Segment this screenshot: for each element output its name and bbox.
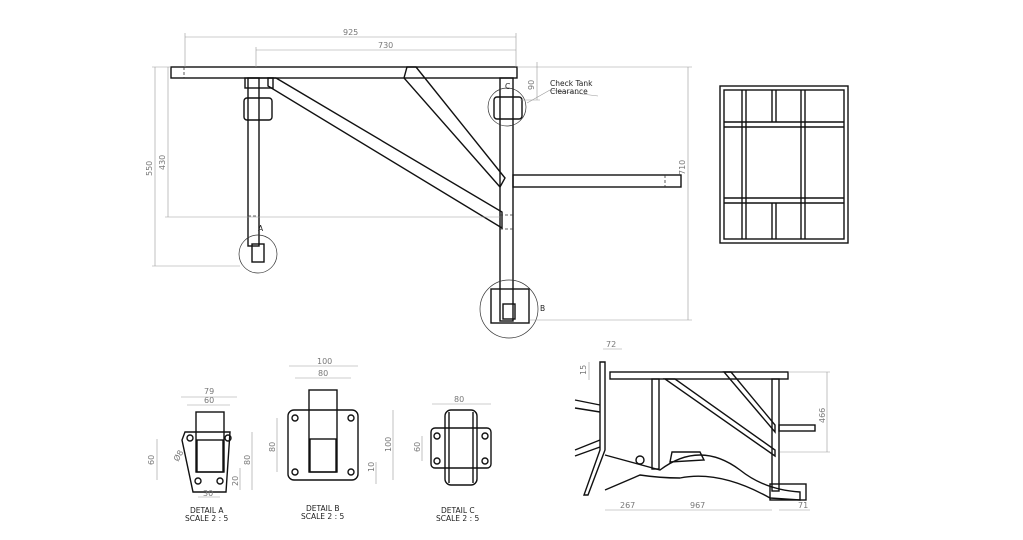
- left-plate: [243, 97, 273, 121]
- base-plate: [287, 409, 359, 481]
- cab-post: [583, 361, 606, 496]
- note-check-tank-line2: Clearance: [550, 87, 588, 96]
- dim-c-80: 80: [454, 395, 464, 404]
- dim-550: 550: [145, 161, 154, 176]
- note-check-tank-line1: Check Tank: [550, 79, 593, 88]
- chassis-rail: [604, 454, 801, 501]
- dim-c-60: 60: [413, 442, 422, 452]
- tube-section: [196, 439, 224, 473]
- bolt-hole: [224, 434, 232, 442]
- detail-b-circle: [479, 279, 539, 339]
- mount-plate: [430, 427, 492, 469]
- tube: [444, 409, 478, 486]
- dim-71: 71: [798, 501, 808, 510]
- dim-30: 30: [203, 489, 213, 498]
- dim-15: 15: [579, 365, 588, 375]
- dim-10: 10: [367, 462, 376, 472]
- long-diagonal-brace: [267, 77, 503, 230]
- dim-925: 925: [343, 28, 358, 37]
- bolt-hole: [481, 432, 489, 440]
- bolt-hole: [433, 457, 441, 465]
- dim-20: 20: [231, 476, 240, 486]
- dim-430: 430: [158, 155, 167, 170]
- detail-b: 100 80 80 100 10 DETAIL B SCALE 2 : 5: [268, 357, 394, 521]
- right-column: [499, 77, 514, 322]
- detail-c-scale: SCALE 2 : 5: [436, 514, 479, 523]
- dim-100: 100: [317, 357, 332, 366]
- dimension-lines: [156, 396, 253, 498]
- short-diagonal-brace: [722, 371, 776, 434]
- tube-section: [251, 243, 265, 263]
- detail-b-scale: SCALE 2 : 5: [301, 512, 344, 521]
- side-view: 72 15 466 267 967 71: [574, 340, 830, 511]
- bolt-hole: [291, 414, 299, 422]
- bolt-hole: [291, 468, 299, 476]
- left-column: [247, 77, 260, 247]
- rear-column: [771, 378, 780, 492]
- dimension-lines: [152, 33, 692, 321]
- top-beam: [609, 371, 789, 380]
- top-beam: [170, 66, 518, 79]
- frame-top-view: [719, 85, 849, 244]
- detail-a-marker: A: [258, 224, 264, 233]
- short-diagonal-brace: [403, 66, 506, 189]
- bolt-hole: [347, 414, 355, 422]
- tube-section: [502, 303, 516, 320]
- rear-mount: [769, 483, 807, 501]
- side-arm: [778, 424, 816, 432]
- pivot: [635, 455, 645, 465]
- mount-plate: [493, 96, 523, 120]
- front-column: [651, 378, 660, 470]
- bolt-hole: [481, 457, 489, 465]
- left-top-plate: [244, 77, 274, 89]
- bolt-hole: [433, 432, 441, 440]
- side-arm: [512, 174, 682, 188]
- bolt-hole: [186, 434, 194, 442]
- dim-710: 710: [678, 160, 687, 175]
- bolt-hole: [347, 468, 355, 476]
- bolt-hole: [216, 477, 224, 485]
- detail-c-title: DETAIL C: [441, 506, 475, 515]
- main-view: A B C 925 730 550 430 710 90 Check Tank …: [145, 28, 692, 339]
- detail-c: 80 60 DETAIL C SCALE 2 : 5: [413, 395, 492, 523]
- dim-79: 79: [204, 387, 214, 396]
- detail-a: 79 60 60 80 Ø8 20 30 DETAIL A SCALE 2 : …: [147, 387, 253, 523]
- base-plate: [490, 288, 530, 324]
- tube: [308, 389, 338, 473]
- dim-72: 72: [606, 340, 616, 349]
- dim-a-80: 80: [243, 455, 252, 465]
- detail-c-circle: [487, 87, 527, 127]
- bolt-hole: [194, 477, 202, 485]
- chassis-bracket: [669, 451, 706, 463]
- tube: [195, 411, 225, 473]
- dim-a-60: 60: [147, 455, 156, 465]
- detail-a-scale: SCALE 2 : 5: [185, 514, 228, 523]
- dim-b-80-vertical: 80: [268, 442, 277, 452]
- dim-267: 267: [620, 501, 635, 510]
- dimension-lines: [588, 348, 830, 511]
- detail-b-marker: B: [540, 304, 545, 313]
- detail-b-title: DETAIL B: [306, 504, 340, 513]
- detail-a-title: DETAIL A: [190, 506, 224, 515]
- dim-466: 466: [818, 408, 827, 423]
- dim-90: 90: [527, 80, 536, 90]
- dim-730: 730: [378, 41, 393, 50]
- dim-b-80: 80: [318, 369, 328, 378]
- dim-967: 967: [690, 501, 705, 510]
- detail-a-circle: [238, 234, 278, 274]
- dimension-lines: [276, 365, 394, 484]
- dimension-lines: [421, 403, 491, 461]
- tube-section: [309, 438, 337, 473]
- dim-diameter-8: Ø8: [171, 448, 185, 463]
- dim-60: 60: [204, 396, 214, 405]
- tapered-plate: [181, 431, 231, 493]
- detail-c-marker: C: [505, 82, 510, 91]
- dim-b-100-vertical: 100: [384, 437, 393, 452]
- long-diagonal-brace: [662, 378, 776, 458]
